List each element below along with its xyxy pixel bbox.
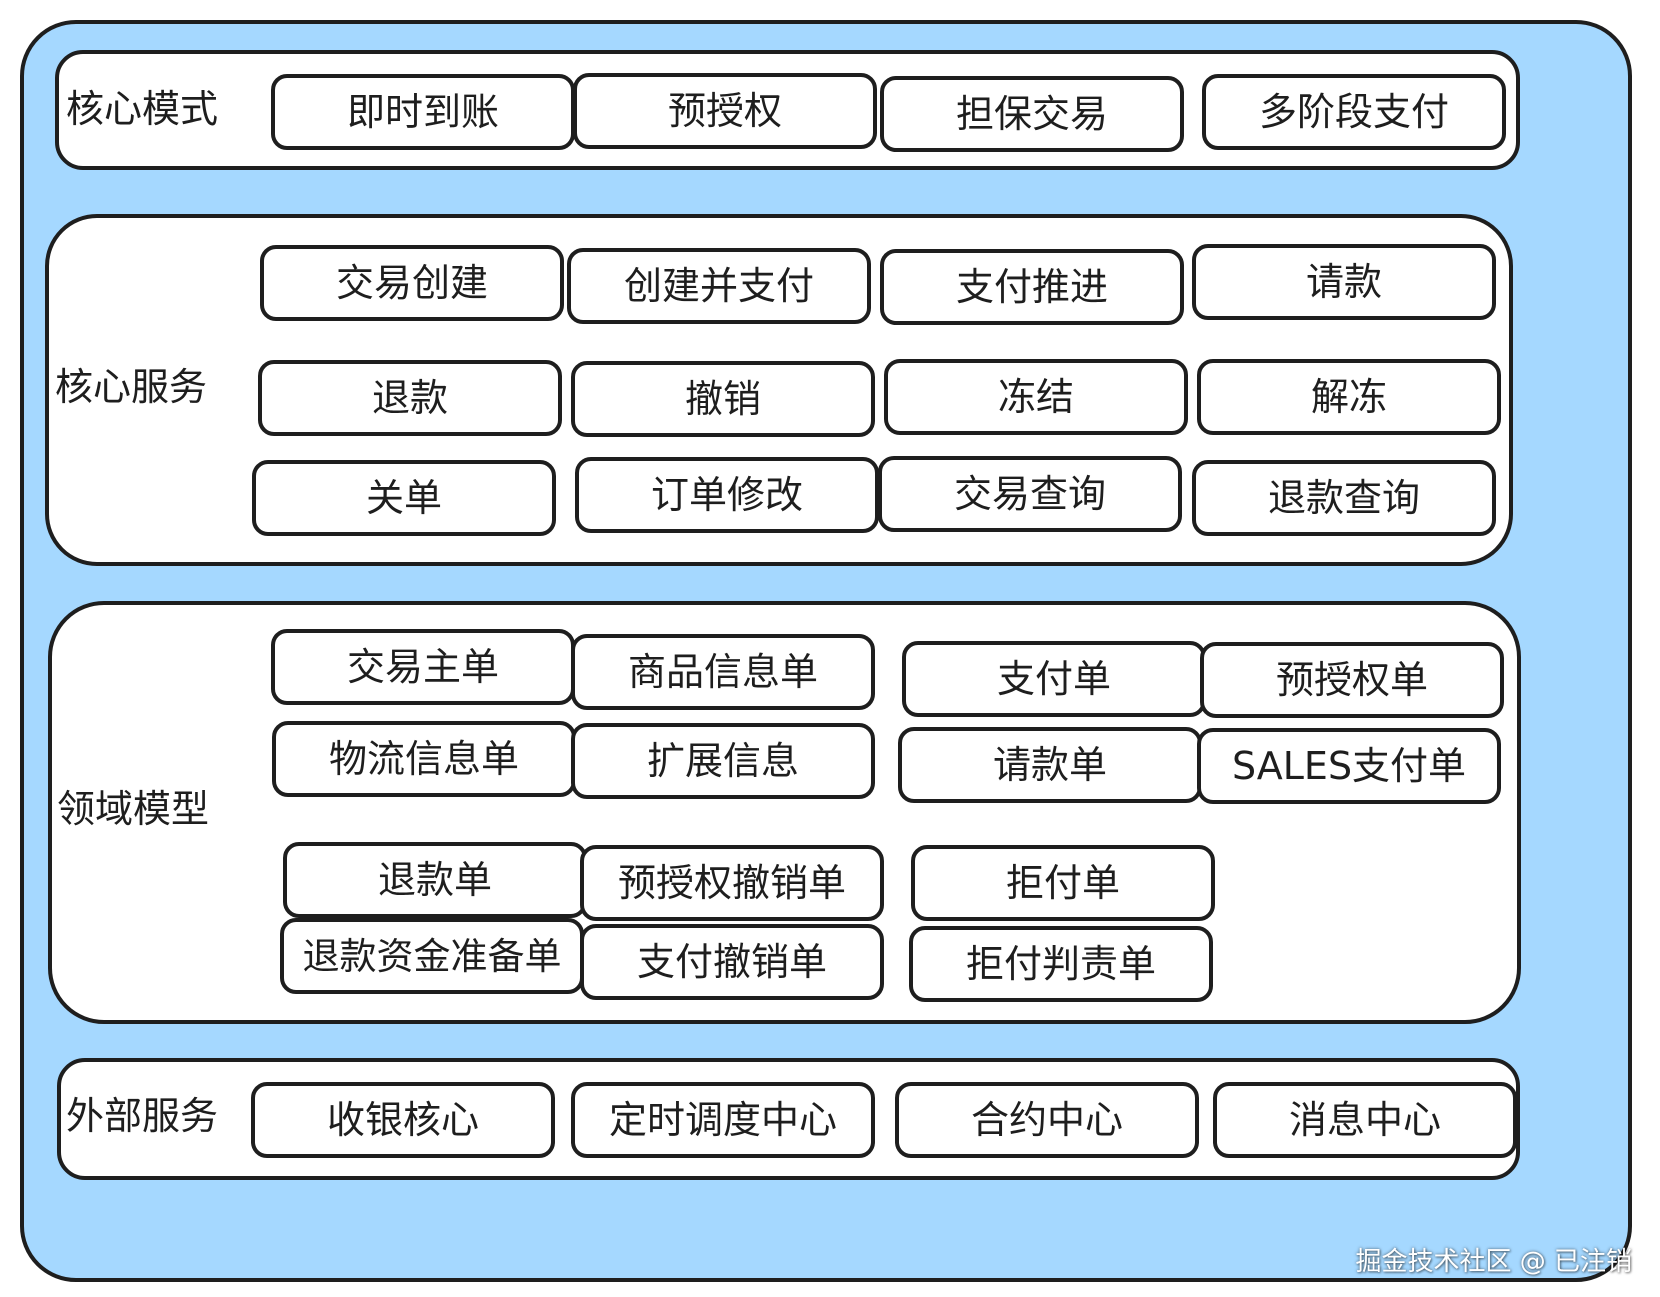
mode-instant-settlement: 即时到账: [271, 74, 575, 150]
model-extended-info: 扩展信息: [571, 723, 875, 799]
service-query-transaction: 交易查询: [878, 456, 1182, 532]
service-create-and-pay: 创建并支付: [567, 248, 871, 324]
model-transaction-master: 交易主单: [271, 629, 575, 705]
core-modes-label: 核心模式: [66, 87, 219, 131]
service-payment-advance: 支付推进: [880, 249, 1184, 325]
model-pre-auth-order: 预授权单: [1200, 642, 1504, 718]
model-product-info: 商品信息单: [571, 634, 875, 710]
model-payment-cancel-order: 支付撤销单: [580, 924, 884, 1000]
model-capture-order: 请款单: [898, 727, 1202, 803]
external-message-center: 消息中心: [1213, 1082, 1517, 1158]
model-sales-payment-order: SALES支付单: [1197, 728, 1501, 804]
model-payment-order: 支付单: [902, 641, 1206, 717]
service-close-order: 关单: [252, 460, 556, 536]
external-services-label: 外部服务: [66, 1094, 219, 1138]
service-refund: 退款: [258, 360, 562, 436]
watermark: 掘金技术社区 @ 已注销: [1355, 1247, 1632, 1277]
service-create-transaction: 交易创建: [260, 245, 564, 321]
model-chargeback-ruling-order: 拒付判责单: [909, 926, 1213, 1002]
mode-pre-authorization: 预授权: [573, 73, 877, 149]
external-cashier-core: 收银核心: [251, 1082, 555, 1158]
domain-models-label: 领域模型: [57, 787, 210, 831]
mode-escrow-transaction: 担保交易: [880, 76, 1184, 152]
model-refund-fund-prep-order: 退款资金准备单: [280, 918, 584, 994]
model-chargeback-order: 拒付单: [911, 845, 1215, 921]
core-services-label: 核心服务: [55, 365, 208, 409]
external-contract-center: 合约中心: [895, 1082, 1199, 1158]
external-scheduler-center: 定时调度中心: [571, 1082, 875, 1158]
service-capture: 请款: [1192, 244, 1496, 320]
service-query-refund: 退款查询: [1192, 460, 1496, 536]
service-modify-order: 订单修改: [575, 457, 879, 533]
model-pre-auth-cancel-order: 预授权撤销单: [580, 845, 884, 921]
service-cancel: 撤销: [571, 361, 875, 437]
service-freeze: 冻结: [884, 359, 1188, 435]
service-unfreeze: 解冻: [1197, 359, 1501, 435]
model-refund-order: 退款单: [283, 842, 587, 918]
mode-multi-stage-payment: 多阶段支付: [1202, 74, 1506, 150]
model-logistics-info: 物流信息单: [272, 721, 576, 797]
